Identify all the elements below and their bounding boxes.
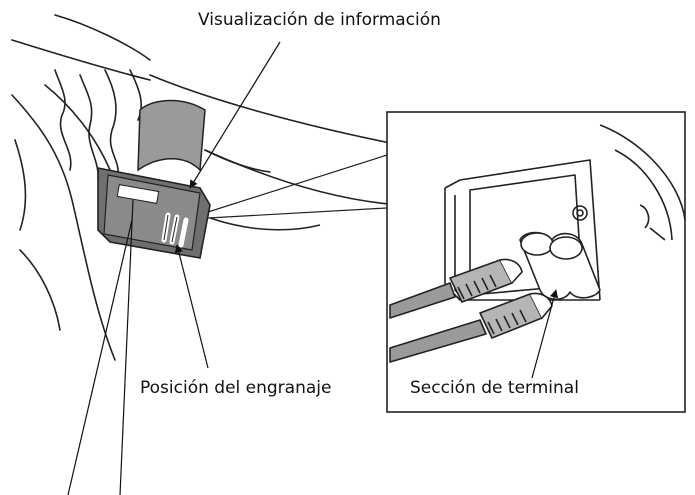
detail-inset-drawing — [389, 124, 686, 363]
zoom-lines — [207, 154, 388, 219]
gear-position-label: Posición del engranaje — [140, 378, 332, 398]
gear-position-leader — [174, 244, 209, 369]
handlebar-drawing — [11, 14, 401, 361]
bottom-leader-1 — [67, 219, 133, 495]
cable — [209, 217, 321, 231]
mounting-band — [137, 99, 206, 172]
display-unit — [97, 167, 211, 259]
terminal-section-label: Sección de terminal — [410, 378, 579, 398]
bottom-leader-2 — [119, 199, 134, 495]
info-display-leader — [189, 41, 281, 189]
terminal-section-leader — [531, 289, 559, 379]
leader-lines — [67, 41, 559, 495]
info-display-label: Visualización de información — [198, 10, 441, 30]
